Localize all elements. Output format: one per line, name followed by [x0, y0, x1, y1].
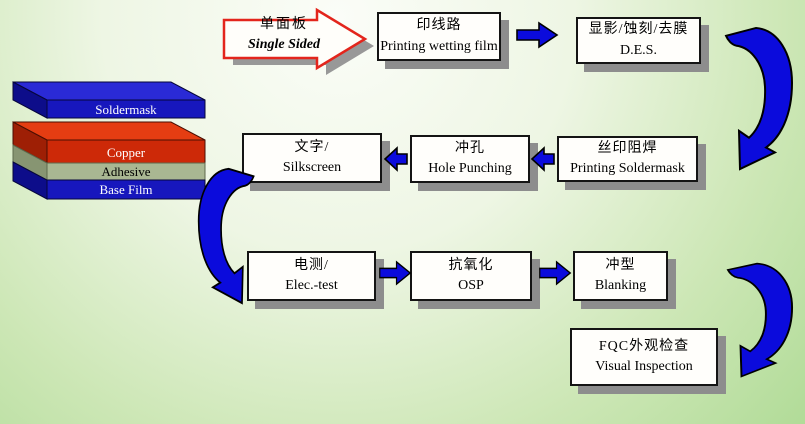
flow-arrow-right-icon	[379, 260, 412, 286]
single-sided-title: 单面板 Single Sided	[228, 13, 340, 53]
single-sided-title-arrow-icon	[222, 7, 374, 75]
box-label-zh: 抗氧化	[448, 257, 494, 273]
box-label-en: Elec.-test	[285, 278, 338, 293]
box-label-en: Blanking	[594, 278, 647, 293]
box-label-en: OSP	[458, 278, 484, 293]
curved-arrow-down-right-icon	[197, 167, 255, 305]
layer-label-base-film: Base Film	[99, 182, 152, 197]
box-label-zh: 显影/蚀刻/去膜	[588, 22, 689, 38]
box-label-zh: 印线路	[416, 18, 462, 34]
process-box-des: 显影/蚀刻/去膜 D.E.S.	[576, 17, 701, 64]
box-label-en: Visual Inspection	[595, 359, 693, 374]
pcb-layer-stack-illustration: Soldermask Copper Adhesive Base Film	[12, 81, 206, 200]
box-label-en: Printing wetting film	[380, 38, 498, 54]
box-label-en: Silkscreen	[282, 160, 342, 175]
flow-arrow-right-icon	[516, 21, 559, 49]
curved-arrow-down-left-icon	[724, 26, 794, 171]
process-box-osp: 抗氧化 OSP	[410, 251, 532, 301]
process-box-silkscreen: 文字/ Silkscreen	[242, 133, 382, 183]
layer-label-soldermask: Soldermask	[95, 102, 157, 117]
flow-arrow-right-icon	[539, 260, 572, 286]
flow-arrow-left-icon	[383, 146, 408, 172]
layer-copper: Copper	[12, 121, 206, 164]
single-sided-title-zh: 单面板	[260, 17, 308, 32]
layer-adhesive: Adhesive	[12, 144, 206, 181]
process-box-blanking: 冲型 Blanking	[573, 251, 668, 301]
box-label-zh: 冲孔	[455, 140, 485, 156]
flow-arrow-left-icon	[530, 146, 555, 172]
process-box-elec-test: 电测/ Elec.-test	[247, 251, 376, 301]
box-label-en: Hole Punching	[428, 161, 512, 176]
layer-label-adhesive: Adhesive	[101, 164, 150, 179]
box-label-zh: 丝印阻焊	[597, 140, 658, 156]
single-sided-title-en: Single Sided	[248, 37, 320, 52]
layer-label-copper: Copper	[107, 145, 146, 160]
process-box-hole-punching: 冲孔 Hole Punching	[410, 135, 530, 183]
box-label-en: Printing Soldermask	[570, 161, 685, 176]
box-label-en: D.E.S.	[620, 42, 657, 58]
box-label-zh: FQC外观检查	[598, 338, 690, 354]
box-label-zh: 电测/	[294, 257, 329, 273]
layer-base-film: Base Film	[12, 161, 206, 200]
layer-soldermask: Soldermask	[12, 81, 206, 119]
box-label-zh: 文字/	[294, 139, 330, 155]
process-box-printing-soldermask: 丝印阻焊 Printing Soldermask	[557, 136, 698, 182]
curved-arrow-down-left-icon	[726, 262, 794, 378]
process-box-fqc-visual-inspection: FQC外观检查 Visual Inspection	[570, 328, 718, 386]
process-box-printing-wiring-film: 印线路 Printing wetting film	[377, 12, 501, 61]
box-label-zh: 冲型	[605, 257, 636, 273]
